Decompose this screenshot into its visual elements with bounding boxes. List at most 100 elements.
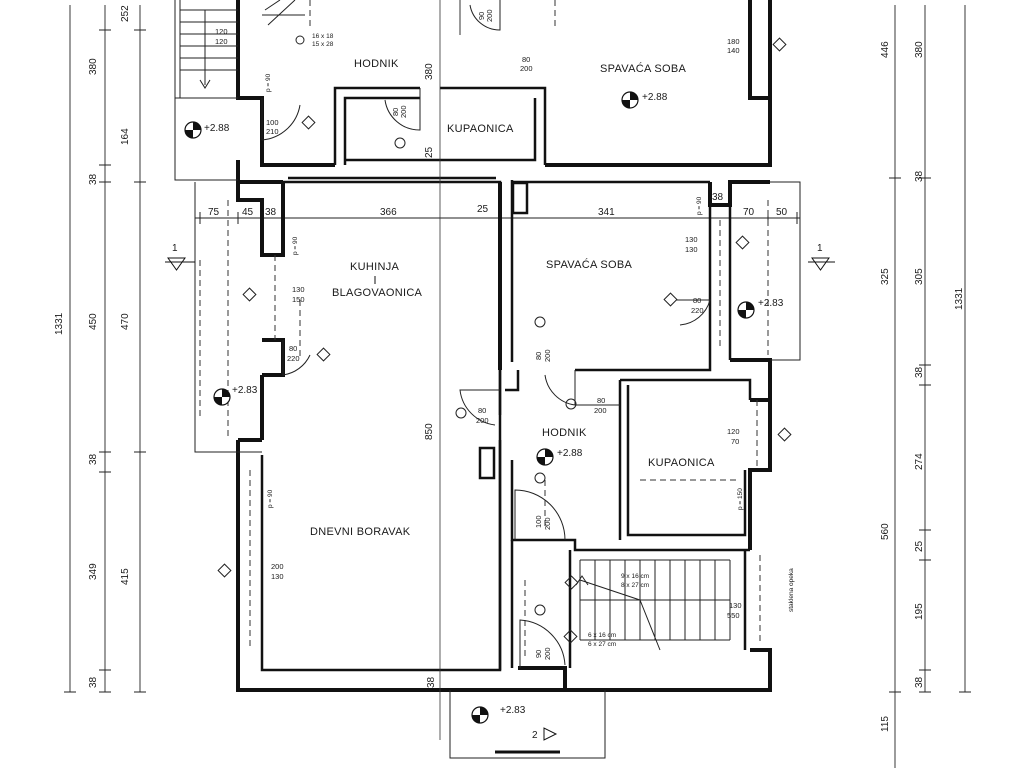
dim-inner-25: 25 [424,146,435,158]
opening-100-stair: 100 [534,515,543,528]
interior-walls [260,86,752,672]
opening-step-a: 9 x 16 cm [621,573,649,580]
room-kupaonica-mid: KUPAONICA [648,457,715,469]
opening-stair-b: 15 x 28 [312,41,334,48]
dim-top-75: 75 [208,207,220,218]
dim-left-380: 380 [88,58,99,75]
opening-90-bot: 90 [534,650,543,658]
dim-inner-850: 850 [424,423,435,440]
dim-top-50: 50 [776,207,788,218]
dim-left-470: 470 [120,313,131,330]
opening-120-kup2: 120 [727,427,740,436]
dim-left-1331: 1331 [54,312,65,335]
level-hodnik-top: +2.88 [204,123,230,134]
dim-right-38c: 38 [914,676,925,688]
dim-left-349: 349 [88,563,99,580]
opening-80-top: 80 [522,55,530,64]
opening-80-kup: 80 [391,108,400,116]
room-kupaonica-top: KUPAONICA [447,123,514,135]
dim-left-450: 450 [88,313,99,330]
dim-right-25: 25 [914,540,925,552]
dim-left-38b: 38 [88,453,99,465]
level-spavaca-mid: +2.83 [758,298,784,309]
opening-200-kup: 200 [399,105,408,118]
opening-140: 140 [727,46,740,55]
dim-top-45: 45 [242,207,254,218]
opening-130-dnev: 130 [271,572,284,581]
dim-right-1331: 1331 [954,287,965,310]
opening-200-mid: 200 [543,349,552,362]
opening-120b: 120 [215,37,228,46]
opening-220-bed: 220 [691,306,704,315]
opening-80-kuh: 80 [289,344,297,353]
marker-symbols [217,37,792,644]
dim-left-38c: 38 [88,676,99,688]
level-hodnik-mid: +2.88 [557,448,583,459]
opening-annotations: 120 120 16 x 18 15 x 28 90 200 180 140 8… [215,9,795,660]
dim-left-252: 252 [120,5,131,22]
opening-p90-b: p = 90 [292,236,299,255]
opening-p150: p = 150 [737,488,744,510]
dim-top-366: 366 [380,207,397,218]
opening-70-kup2: 70 [731,437,739,446]
opening-80-kup2: 80 [597,396,605,405]
room-spavaca-top: SPAVAĆA SOBA [600,62,686,75]
opening-200-top: 200 [485,9,494,22]
opening-130c: 130 [685,245,698,254]
dim-right-325: 325 [880,268,891,285]
opening-100: 100 [266,118,279,127]
opening-80-hod: 80 [478,406,486,415]
opening-200-kup2: 200 [594,406,607,415]
level-markers: +2.88 +2.88 +2.83 +2.83 +2.88 +2.83 [184,91,784,724]
opening-150: 150 [292,295,305,304]
opening-p90-a: p = 90 [265,73,272,92]
opening-step-d: 6 x 27 cm [588,641,616,648]
opening-80-bed: 80 [693,296,701,305]
section-markers: 1 1 2 [165,243,835,741]
opening-90-top: 90 [477,12,486,20]
dim-right-446: 446 [880,41,891,58]
dim-right-115: 115 [880,716,891,732]
dim-left-38a: 38 [88,173,99,185]
opening-p90-d: p = 90 [267,489,274,508]
opening-200-top2: 200 [520,64,533,73]
room-hodnik-mid: HODNIK [542,427,587,439]
level-spavaca-top: +2.88 [642,92,668,103]
room-blagovaonica: BLAGOVAONICA [332,287,423,299]
door-swings [261,0,711,668]
opening-staklena: staklena opeka [788,568,795,612]
opening-210: 210 [266,127,279,136]
room-labels: HODNIK SPAVAĆA SOBA KUPAONICA KUHINJA BL… [310,58,715,538]
opening-550-stair: 550 [727,611,740,620]
opening-step-b: 8 x 27 cm [621,582,649,589]
dim-top-341: 341 [598,207,615,218]
dim-right-380: 380 [914,41,925,58]
room-spavaca-mid: SPAVAĆA SOBA [546,258,632,271]
opening-200-bot: 200 [543,647,552,660]
dim-right-38b: 38 [914,366,925,378]
dim-right-305: 305 [914,268,925,285]
opening-200-dnev: 200 [271,562,284,571]
dim-inner-38: 38 [426,676,437,688]
dim-top-25: 25 [477,204,489,215]
dim-right-560: 560 [880,523,891,540]
dim-top-70: 70 [743,207,755,218]
room-dnevni-boravak: DNEVNI BORAVAK [310,526,411,538]
dim-top-38b: 38 [712,192,724,203]
dim-top-38: 38 [265,207,277,218]
opening-200-stair: 200 [543,517,552,530]
room-kuhinja: KUHINJA [350,261,400,273]
opening-step-c: 6 x 16 cm [588,632,616,639]
dim-right-38a: 38 [914,170,925,182]
dim-right-195: 195 [914,603,925,620]
dim-left-164: 164 [120,128,131,145]
level-entrance: +2.83 [500,705,526,716]
opening-80-mid: 80 [534,352,543,360]
section-1-left: 1 [172,243,178,254]
opening-200-hod: 200 [476,416,489,425]
opening-130-stair: 130 [729,601,742,610]
inner-dimensions: 380 25 850 38 [424,63,437,688]
opening-130b: 130 [685,235,698,244]
left-dimension-chains: 252 380 164 38 450 38 349 38 1331 470 41… [54,5,146,693]
